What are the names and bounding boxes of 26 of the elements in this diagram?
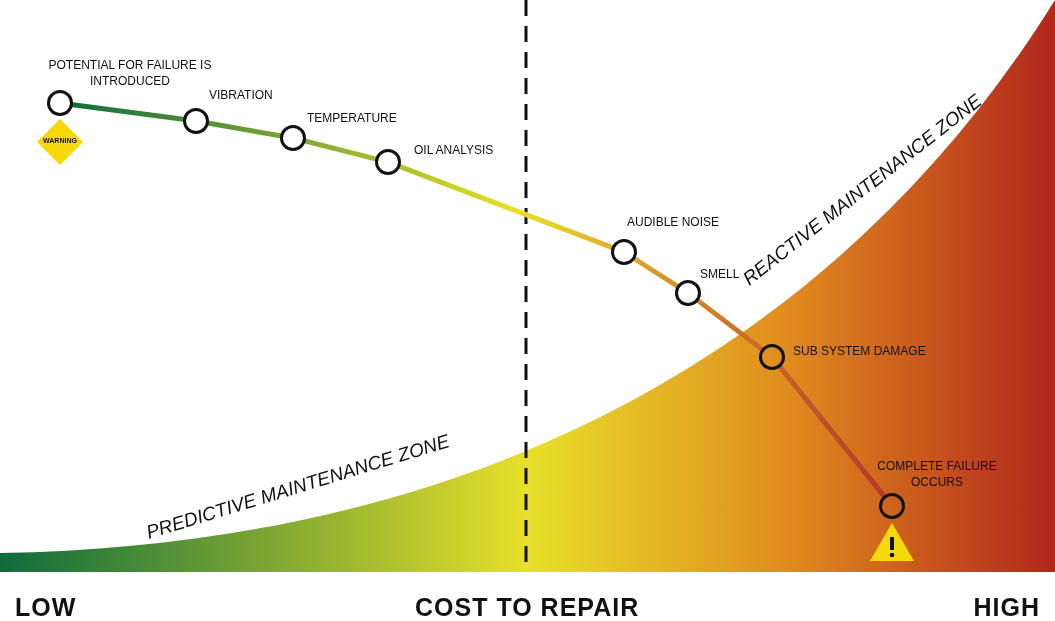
curve-segment <box>397 164 615 250</box>
curve-segment <box>777 364 887 499</box>
axis-label: LOW <box>15 593 77 621</box>
marker-circle <box>183 108 209 134</box>
marker-circle <box>759 344 785 370</box>
marker-circle <box>879 493 905 519</box>
marker-circle <box>675 280 701 306</box>
stage-label: SUB SYSTEM DAMAGE <box>793 343 926 359</box>
stage-label: COMPLETE FAILURE OCCURS <box>877 458 997 490</box>
stage-label: AUDIBLE NOISE <box>627 214 720 230</box>
curve-segment <box>206 120 283 139</box>
stage-label: OIL ANALYSIS <box>414 142 494 158</box>
warning-diamond <box>37 119 83 165</box>
curve-segment <box>70 102 186 122</box>
marker-circle <box>611 239 637 265</box>
curve-segment <box>632 256 680 289</box>
axis-title: COST TO REPAIR <box>415 593 640 621</box>
stage-label: POTENTIAL FOR FAILURE IS INTRODUCED <box>47 57 213 89</box>
axis-label: HIGH <box>973 593 1040 621</box>
marker-circle <box>47 90 73 116</box>
stage-label: SMELL <box>700 266 740 282</box>
stage-label: TEMPERATURE <box>307 110 397 126</box>
marker-circle <box>280 125 306 151</box>
stage-label: VIBRATION <box>209 87 273 103</box>
curve-segment <box>303 138 378 162</box>
marker-circle <box>375 149 401 175</box>
